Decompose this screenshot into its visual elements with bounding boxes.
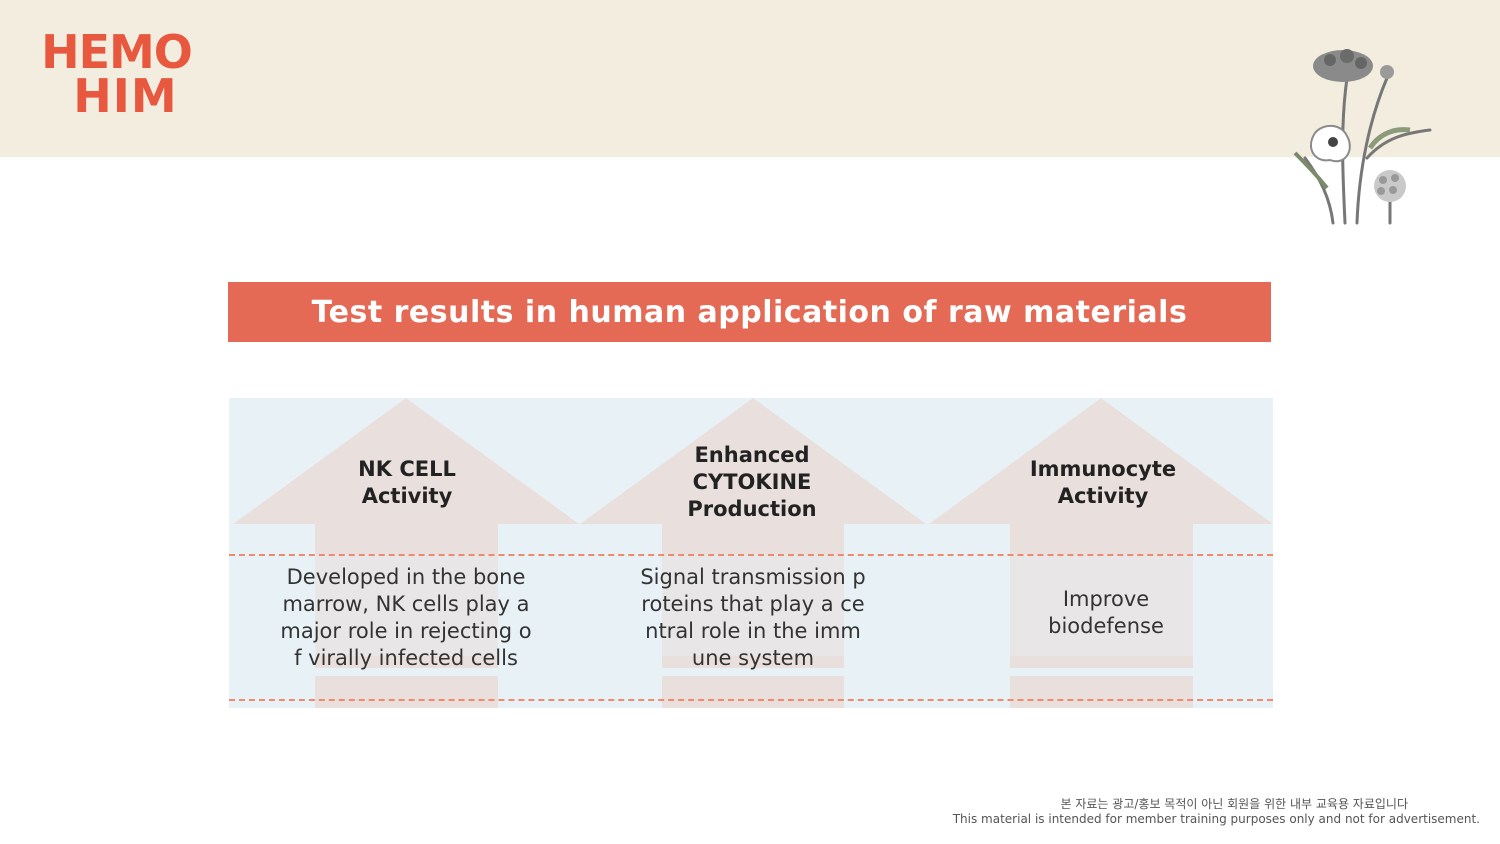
logo-line-1: HEMO	[41, 25, 193, 79]
flower-illustration-icon	[1293, 49, 1432, 225]
arrow-shapes	[229, 398, 1273, 708]
hemohim-logo: HEMO HIM	[34, 25, 199, 125]
immunocyte-description: Improve biodefense	[1048, 587, 1164, 638]
logo-line-2: HIM	[73, 69, 178, 123]
cytokine-description: Signal transmission p roteins that play …	[640, 565, 866, 670]
arrow-up-icon	[580, 398, 926, 708]
nk-cell-description: Developed in the bone marrow, NK cells p…	[280, 565, 532, 670]
immunocyte-title: Immunocyte Activity	[1029, 457, 1177, 508]
disclaimer-korean: 본 자료는 광고/홍보 목적이 아닌 회원을 위한 내부 교육용 자료입니다	[1060, 797, 1409, 811]
page-title: Test results in human application of raw…	[311, 294, 1188, 330]
cytokine-title: Enhanced CYTOKINE Production	[687, 443, 817, 521]
arrow-up-icon	[929, 398, 1273, 708]
disclaimer-english: This material is intended for member tra…	[952, 812, 1480, 826]
disclaimer: 본 자료는 광고/홍보 목적이 아닌 회원을 위한 내부 교육용 자료입니다 T…	[780, 797, 1480, 827]
header-band	[0, 0, 1500, 157]
divider-bottom	[229, 699, 1273, 701]
arrow-up-icon	[233, 398, 579, 708]
divider-top	[229, 554, 1273, 556]
title-banner: Test results in human application of raw…	[228, 282, 1271, 342]
nk-cell-title: NK CELL Activity	[358, 457, 456, 508]
